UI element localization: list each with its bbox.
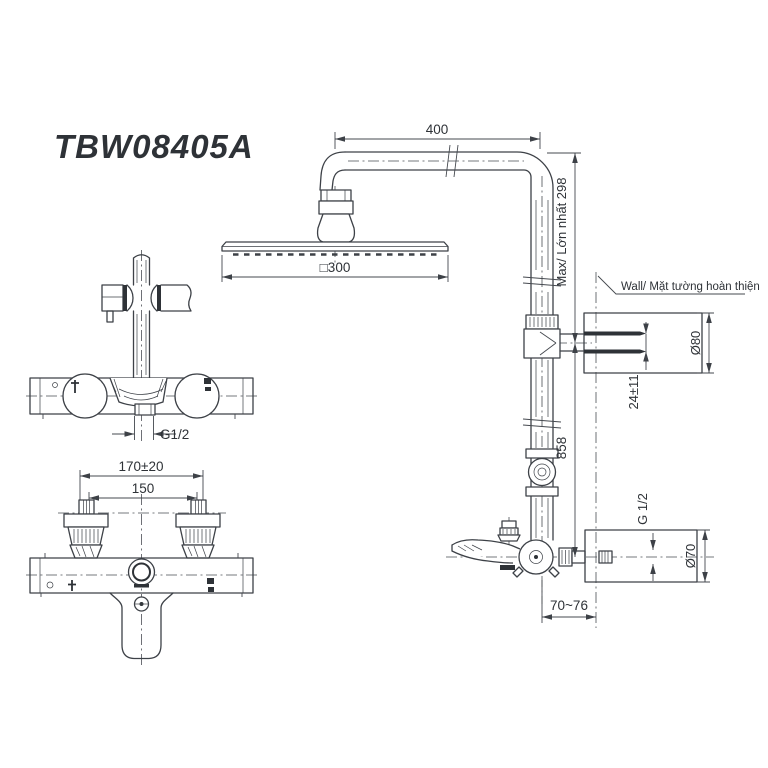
inlet-unions xyxy=(63,499,221,559)
dim-wall-to-pipe-center: 70~76 xyxy=(550,598,588,613)
dim-column-height: 858 xyxy=(554,437,569,460)
wall-finish-label: Wall/ Mặt tường hoàn thiện xyxy=(597,275,760,295)
mixer-front-view: 170±20 150 xyxy=(26,459,258,668)
wall-finish-text: Wall/ Mặt tường hoàn thiện xyxy=(621,281,760,293)
thermostat-body-side xyxy=(29,373,254,419)
dim-spout-thread: G 1/2 xyxy=(635,493,650,525)
dim-outlet-pin-offset: 24±11 xyxy=(626,374,641,409)
dim-arm-reach: 400 xyxy=(426,122,449,137)
dim-max-top-section: Max/ Lớn nhất 298 xyxy=(554,178,569,287)
shower-arm-and-riser xyxy=(319,144,562,541)
upper-wall-escutcheon xyxy=(583,312,703,374)
dimensions-main: 400 □300 Max/ Lớn nhất 298 858 Ø80 24±11 xyxy=(221,122,714,623)
riser-wall-connector xyxy=(523,314,585,359)
product-code-title: TBW08405A xyxy=(54,128,254,165)
temperature-knob xyxy=(62,373,108,419)
valve-tab-right xyxy=(548,566,560,578)
shower-head-connector xyxy=(316,189,356,243)
bath-spout-valve xyxy=(451,520,586,578)
overhead-shower-head xyxy=(221,241,449,256)
dim-inlet-center-distance: 170±20 xyxy=(119,459,164,474)
downspout xyxy=(109,592,174,660)
thermostat-body-front xyxy=(29,553,254,660)
dim-bottom-inlet-thread: G1/2 xyxy=(160,427,189,442)
dim-lower-escutcheon-diameter: Ø70 xyxy=(683,544,698,569)
diverter-knob xyxy=(501,520,517,529)
dimensions-side: G1/2 xyxy=(112,416,189,442)
dim-inlet-center-nominal: 150 xyxy=(132,481,155,496)
volume-knob xyxy=(174,373,220,419)
holder-bracket xyxy=(101,254,192,379)
dim-upper-escutcheon-diameter: Ø80 xyxy=(688,331,703,356)
mixer-side-view: G1/2 xyxy=(26,250,258,444)
dim-head-size: □300 xyxy=(320,260,351,275)
lower-wall-escutcheon xyxy=(584,529,698,583)
riser-diverter-ring xyxy=(525,448,559,497)
aerator xyxy=(500,565,515,570)
dimensions-front: 170±20 150 xyxy=(79,459,204,512)
main-assembly-view: Wall/ Mặt tường hoàn thiện 400 □300 Max/… xyxy=(221,122,760,628)
valve-tab-left xyxy=(512,566,524,578)
g12-stub xyxy=(598,550,613,564)
